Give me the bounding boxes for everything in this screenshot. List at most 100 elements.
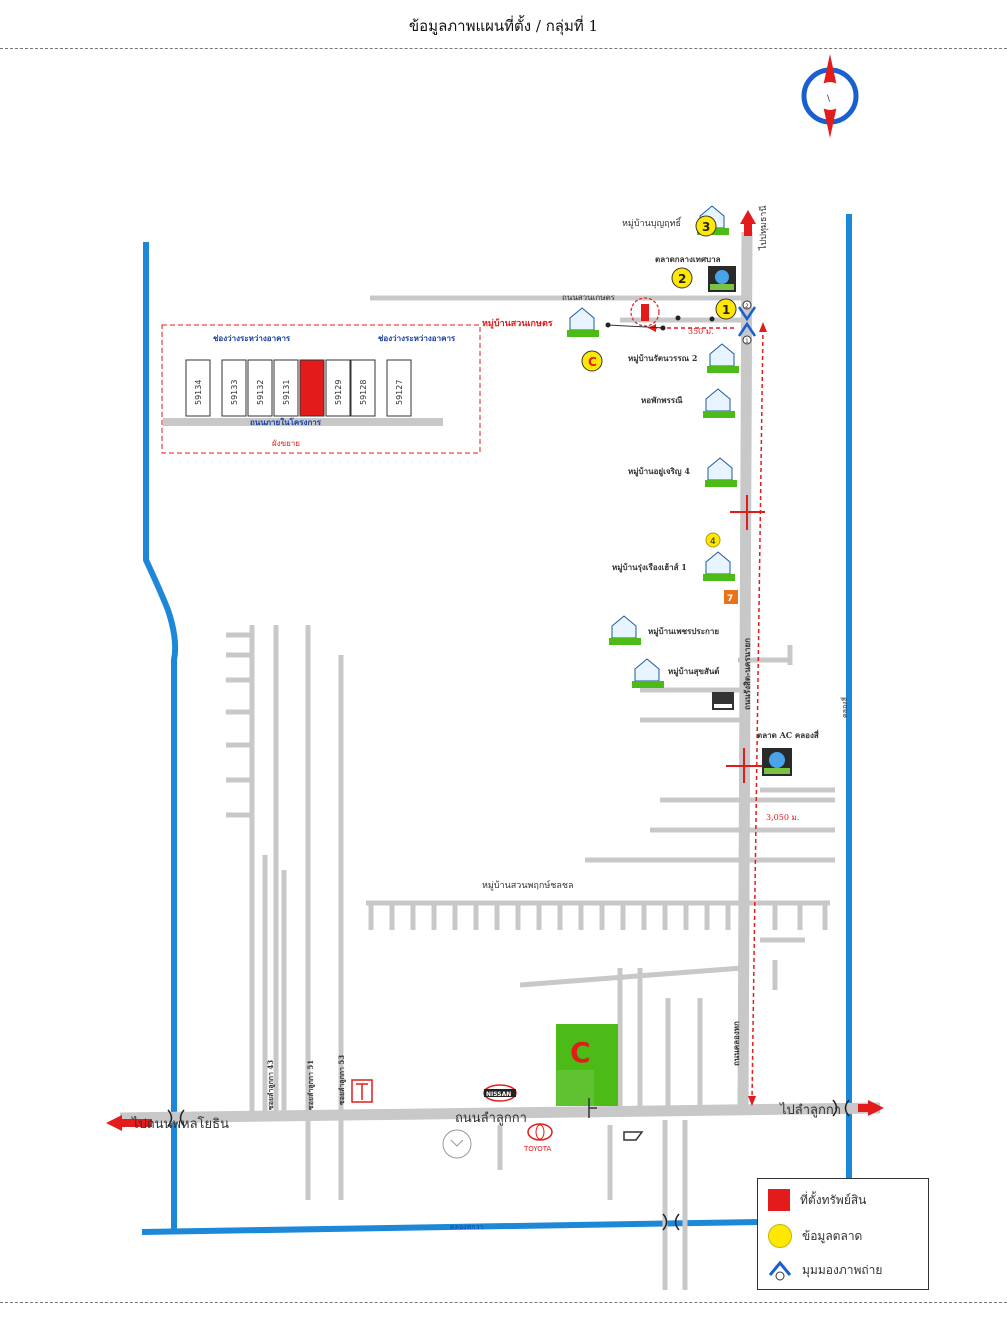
plot-label: 59134: [194, 380, 203, 405]
plot-label: 59127: [395, 380, 404, 405]
bridges: [167, 1099, 850, 1231]
label-soi-53: ซอยลำลูกกา 53: [337, 1055, 347, 1105]
label-distance-3050: 3,050 ม.: [766, 813, 799, 822]
plot-lot: [247, 359, 273, 417]
direction-arrows: [106, 210, 884, 1131]
property-site: [605, 297, 715, 331]
plot-label: 59129: [334, 380, 343, 405]
plot-lot: [185, 359, 211, 417]
nissan-logo-icon: [483, 1084, 517, 1102]
property-site-marker: [641, 304, 649, 321]
svg-text:2: 2: [745, 303, 749, 310]
plot-label: 59128: [359, 380, 368, 405]
label-road-lamlukka: ถนนลำลูกกา: [455, 1111, 527, 1126]
label-nissan: NISSAN: [486, 1091, 511, 1098]
main-roads: [119, 231, 881, 1124]
plot-label: 59133: [230, 380, 239, 405]
label-to-lamlukka: ไปลำลูกกา: [779, 1102, 841, 1118]
compass-icon: \: [801, 54, 859, 138]
label-village-suksan: หมู่บ้านสุขสันต์: [668, 666, 719, 677]
subject-plot: [299, 359, 325, 417]
canal-bottom: [141, 1219, 761, 1235]
market-icon: [762, 748, 792, 776]
svg-text:C: C: [570, 1036, 591, 1069]
market-data-markers: 3 2 1 4 C: [581, 215, 737, 548]
label-toyota: TOYOTA: [523, 1145, 552, 1153]
label-suan-kaset-road: ถนนสวนเกษตร: [562, 293, 616, 302]
label-soi-43: ซอยลำลูกกา 43: [266, 1060, 276, 1110]
inset-road: [163, 418, 443, 426]
property-square-icon: [768, 1189, 790, 1211]
canal-left: [143, 242, 179, 1232]
traffic-lights: [726, 495, 765, 783]
road-lamlukka: [119, 1102, 881, 1124]
legend-row-property: ที่ตั้งทรัพย์สิน: [768, 1187, 866, 1213]
arrow-up-icon: [740, 210, 756, 236]
village-icons: [567, 205, 739, 688]
property-site-ring: [630, 297, 660, 327]
map-labels: หมู่บ้านบุญฤทธิ์ ไปปทุมธานี ตลาดกลางเทศบ…: [131, 205, 849, 1231]
label-village-charoen-4: หมู่บ้านอยู่เจริญ 4: [628, 466, 690, 477]
label-village-phet-prakai: หมู่บ้านเพชรประกาย: [648, 626, 719, 637]
plot-lot: [325, 359, 351, 417]
fuel-icon: [588, 1098, 597, 1118]
road-prachathipat: [737, 231, 753, 1113]
tesco-icon: C: [556, 1024, 618, 1106]
label-village-rung-rueang: หมู่บ้านรุ่งเรืองเฮ้าส์ 1: [612, 562, 687, 573]
svg-text:1: 1: [745, 338, 749, 345]
renault-logo-icon: [623, 1131, 644, 1141]
svg-text:3: 3: [702, 220, 710, 234]
plot-lot: [350, 359, 376, 417]
view-marker-icon: 2: [737, 300, 757, 322]
view-angle-icon: [768, 1260, 792, 1281]
market-circle-icon: [768, 1224, 792, 1248]
traffic-light-icon: [726, 748, 762, 783]
inset-alley-right: ช่องว่างระหว่างอาคาร: [378, 334, 456, 343]
svg-text:C: C: [588, 355, 597, 369]
label-market-central: ตลาดกลางเทศบาล: [655, 254, 721, 264]
svg-text:2: 2: [678, 272, 686, 286]
market-icons: [708, 266, 792, 776]
market-icon: [708, 266, 736, 292]
plot-lot: [273, 359, 299, 417]
legend-market-label: ข้อมูลตลาด: [802, 1228, 863, 1243]
store-icon: [712, 692, 734, 710]
building-icon: [351, 1079, 373, 1103]
plot-label: 59131: [282, 380, 291, 405]
marker-1: [715, 298, 737, 320]
legend-row-market: ข้อมูลตลาด: [768, 1223, 862, 1249]
page-title: ข้อมูลภาพแผนที่ตั้ง / กลุ่มที่ 1: [408, 17, 599, 35]
label-village-bunyarit: หมู่บ้านบุญฤทธิ์: [622, 216, 683, 229]
label-soi-51: ซอยลำลูกกา 51: [306, 1060, 316, 1110]
marker-c: [581, 350, 603, 372]
svg-text:4: 4: [710, 537, 716, 547]
view-angle-markers: 2 1: [737, 300, 757, 345]
label-road-prachathipat: ถนนรังสิต-นครนายก: [742, 638, 752, 710]
label-to-phahonyothin: ไปถนนพหลโยธิน: [131, 1116, 229, 1132]
legend-property-label: ที่ตั้งทรัพย์สิน: [800, 1192, 867, 1207]
marker-2: [671, 267, 693, 289]
honda-logo-icon: [442, 1129, 472, 1159]
inset-road-label: ถนนภายในโครงการ: [250, 417, 322, 427]
label-village-suan-kaset: หมู่บ้านสวนเกษตร: [482, 318, 553, 329]
plot-lot: [221, 359, 247, 417]
marker-3: [695, 215, 717, 237]
label-distance-350: 350 ม.: [688, 327, 714, 336]
footer-divider: [0, 1302, 1007, 1303]
label-village-suan-phlu: หมู่บ้านสวนพฤกษ์ชลชล: [482, 879, 574, 891]
label-road-sukhaphiban: ถนนคลองหก: [731, 1021, 741, 1066]
svg-text:7: 7: [727, 594, 733, 604]
label-market-ac: ตลาด AC คลองสี่: [757, 729, 819, 740]
inset-caption: ผังขยาย: [272, 439, 300, 448]
seven-eleven-icon: 7: [724, 590, 738, 604]
label-hotel: หอพักพรรณี: [641, 395, 683, 405]
distance-lines: [653, 327, 764, 1101]
map-legend: ที่ตั้งทรัพย์สิน ข้อมูลตลาด มุมมองภาพถ่า…: [757, 1178, 929, 1290]
toyota-logo-icon: [527, 1123, 553, 1141]
svg-text:1: 1: [722, 303, 730, 317]
arrow-left-icon: [106, 1115, 152, 1131]
marker-4: [705, 532, 721, 548]
